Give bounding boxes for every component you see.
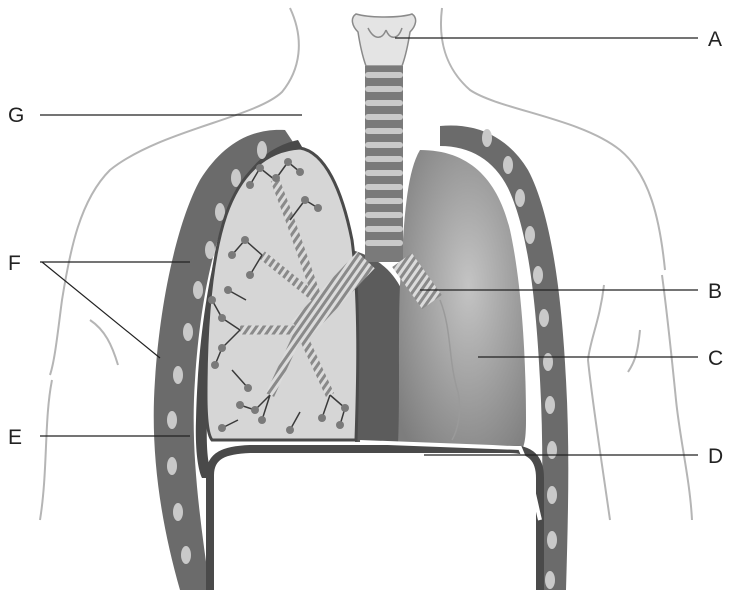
left-arm-outline — [40, 320, 118, 520]
pleural-gap-line — [360, 442, 540, 520]
label-a: A — [708, 28, 722, 51]
label-f: F — [8, 252, 21, 275]
diaphragm — [210, 449, 540, 590]
right-torso-outline — [588, 285, 610, 520]
right-arm-outline — [628, 275, 692, 520]
label-e: E — [8, 426, 22, 449]
larynx — [352, 14, 415, 66]
label-c: C — [708, 347, 723, 370]
label-d: D — [708, 445, 723, 468]
label-g: G — [8, 104, 24, 127]
trachea — [365, 66, 403, 262]
label-b: B — [708, 280, 722, 303]
